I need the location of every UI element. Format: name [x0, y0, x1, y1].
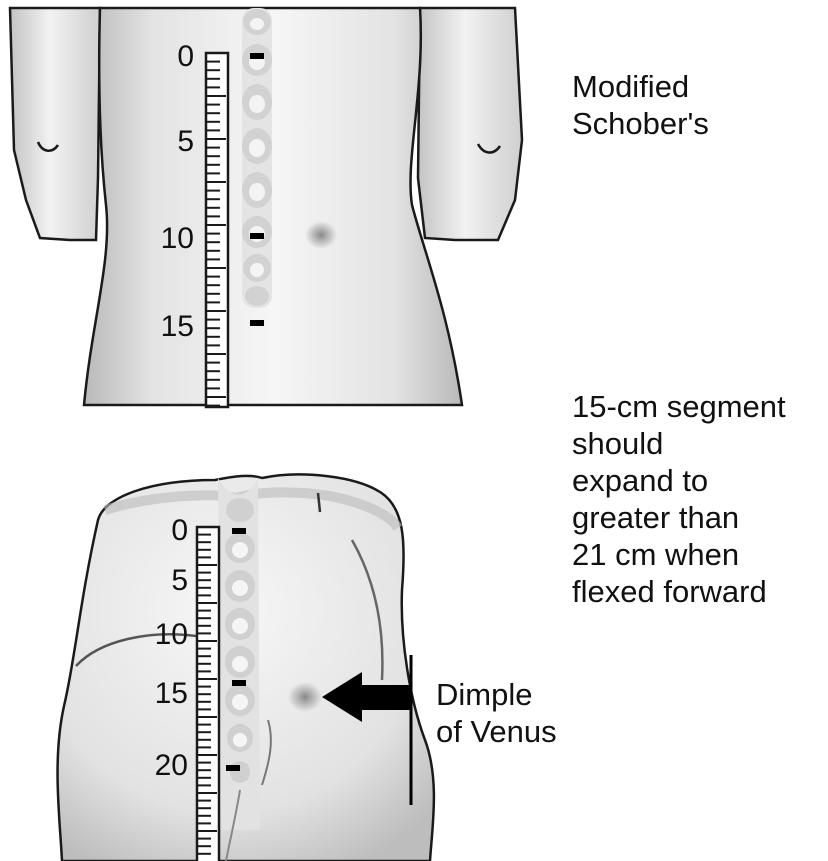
upright-torso: [84, 8, 462, 405]
upright-tick-label: 10: [161, 222, 194, 255]
flexed-tick-label: 20: [155, 749, 188, 782]
flexed-tick-label: 5: [171, 564, 188, 597]
flexed-tick-label: 0: [171, 514, 188, 547]
dimple-label-line: Dimple: [436, 676, 557, 713]
description-line: greater than: [572, 499, 786, 536]
description-line: 21 cm when: [572, 536, 786, 573]
upright-marker-15: [250, 320, 264, 326]
left-arm: [10, 8, 100, 240]
flexed-marker-21: [226, 765, 240, 771]
upright-dimple-of-venus: [305, 221, 337, 249]
flexed-tick-label: 15: [155, 677, 188, 710]
upright-back-illustration: 0 5 10 15: [10, 8, 522, 407]
test-title-line: Schober's: [572, 105, 709, 142]
description-line: expand to: [572, 462, 786, 499]
flexed-marker-15: [232, 680, 246, 686]
upright-tick-label: 15: [161, 310, 194, 343]
dimple-label-line: of Venus: [436, 713, 557, 750]
flexed-tick-label: 10: [155, 618, 188, 651]
test-description: 15-cm segment should expand to greater t…: [572, 388, 786, 610]
upright-marker-0: [250, 53, 264, 59]
flexed-dimple-of-venus: [288, 682, 322, 712]
upright-ruler: [206, 53, 228, 407]
description-line: flexed forward: [572, 573, 786, 610]
flexed-marker-0: [232, 528, 246, 534]
flexed-ruler: [197, 527, 219, 861]
description-line: should: [572, 425, 786, 462]
right-arm: [418, 8, 522, 240]
description-line: 15-cm segment: [572, 388, 786, 425]
dimple-label: Dimple of Venus: [436, 676, 557, 750]
test-title: Modified Schober's: [572, 68, 709, 142]
upright-marker-10: [250, 233, 264, 239]
upright-tick-label: 0: [177, 40, 194, 73]
upright-tick-label: 5: [177, 125, 194, 158]
test-title-line: Modified: [572, 68, 709, 105]
flexed-back-illustration: 0 5 10 15 20: [58, 474, 434, 861]
